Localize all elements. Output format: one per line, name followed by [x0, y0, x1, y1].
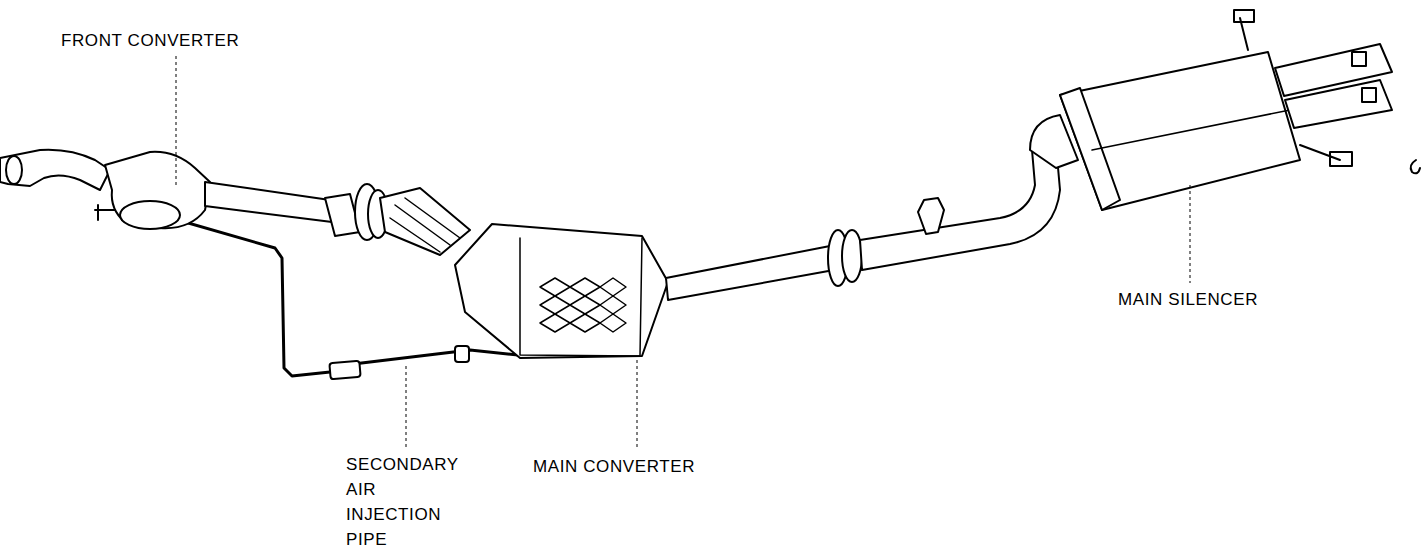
pipe-end: [6, 156, 22, 184]
part-label: SECONDARY AIR INJECTION PIPE: [345, 452, 459, 552]
main-silencer: [1060, 52, 1300, 210]
flex-hatch: [390, 198, 460, 252]
flex-pipe: [380, 188, 470, 255]
pipe-clamp: [455, 346, 469, 362]
silencer-hanger: [1234, 10, 1254, 50]
inlet-pipe: [0, 150, 110, 190]
leader-line: [176, 56, 177, 188]
silencer-seam: [1092, 110, 1290, 150]
converter-shell: [120, 201, 180, 229]
mid-pipe: [666, 246, 834, 300]
pipe-hanger: [918, 198, 944, 234]
diamond-pattern: [540, 278, 626, 332]
front-converter: [105, 152, 210, 228]
leader-line: [637, 360, 638, 450]
part-label: MAIN SILENCER: [1117, 287, 1259, 312]
leader-line: [1190, 185, 1191, 283]
tail-tip: [1362, 88, 1376, 102]
rear-pipe: [860, 145, 1060, 270]
flange: [842, 230, 862, 282]
part-label: MAIN CONVERTER: [532, 454, 696, 479]
silencer-end: [1060, 88, 1120, 210]
converter-panel: [520, 238, 642, 356]
pipe-clamp: [329, 361, 360, 380]
leader-line: [406, 366, 407, 448]
main-converter: [455, 224, 668, 358]
tail-tip: [1352, 52, 1366, 66]
leader-lines: [176, 56, 1190, 450]
edge-mark: [1411, 160, 1420, 173]
tail-pipe: [1285, 80, 1392, 128]
silencer-hanger: [1300, 145, 1352, 166]
part-label: FRONT CONVERTER: [60, 28, 240, 53]
exhaust-pipe: [205, 182, 332, 222]
exhaust-system: [0, 10, 1420, 379]
